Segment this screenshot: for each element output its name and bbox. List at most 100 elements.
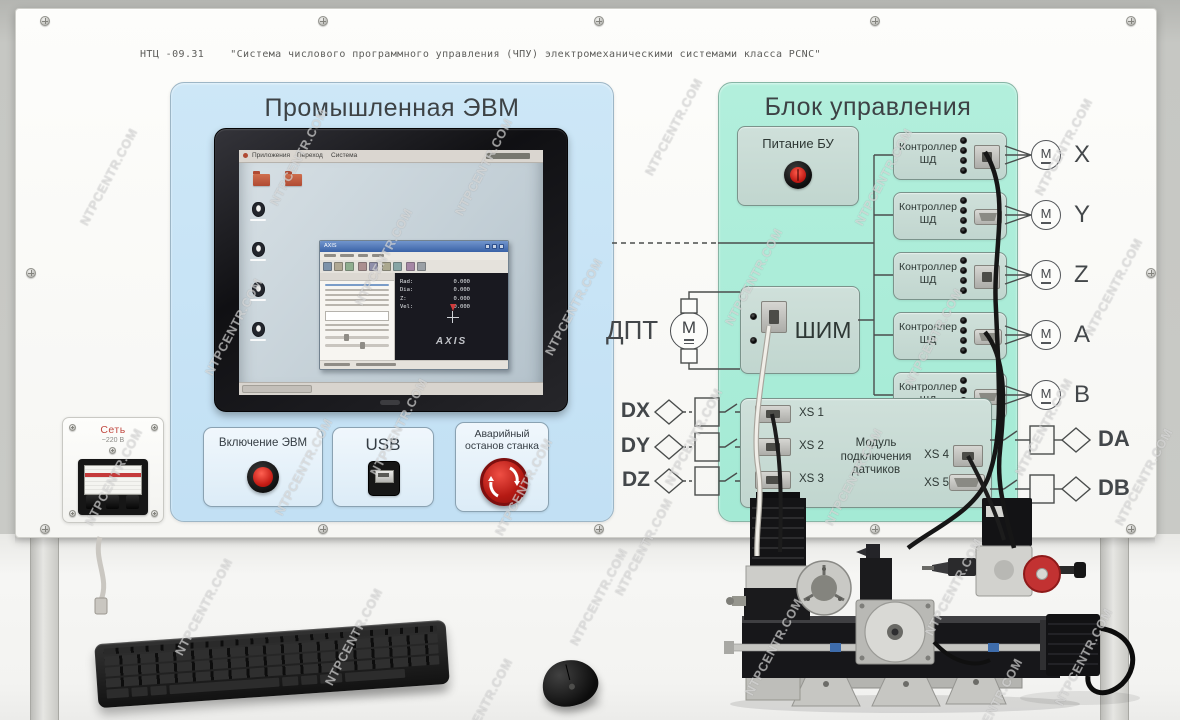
taskbar-window-button[interactable] — [242, 385, 312, 393]
stand-header-text: НТЦ -09.31"Система числового программног… — [140, 49, 1040, 60]
terminal-post-icon[interactable] — [960, 197, 967, 204]
desktop-folder-icon[interactable] — [285, 171, 302, 186]
screw-icon — [318, 16, 328, 26]
desktop-menubar[interactable]: Приложения Переход Система — [239, 150, 543, 163]
toolbar-icon[interactable] — [345, 262, 354, 271]
menu-places[interactable]: Переход — [297, 152, 323, 159]
screw-icon — [1126, 16, 1136, 26]
screw-icon — [1126, 524, 1136, 534]
menu-applications[interactable]: Приложения — [252, 152, 291, 159]
terminal-post-icon[interactable] — [960, 287, 967, 294]
controller-connector[interactable] — [974, 145, 1000, 169]
toolbar-icon[interactable] — [334, 262, 343, 271]
tool-cone — [450, 304, 456, 311]
terminal-post-icon[interactable] — [960, 217, 967, 224]
screw-icon — [594, 16, 604, 26]
toolbar-icon[interactable] — [358, 262, 367, 271]
screw-icon — [318, 524, 328, 534]
sensor-label-da: DA — [1098, 426, 1130, 451]
screw-icon — [1146, 268, 1156, 278]
screw-icon — [870, 16, 880, 26]
desktop-taskbar[interactable] — [239, 382, 543, 395]
xs5-label: XS 5 — [924, 477, 949, 489]
terminal-post-icon[interactable] — [960, 137, 967, 144]
breaker-toggle[interactable] — [106, 495, 119, 509]
desktop-folder-icon[interactable] — [253, 171, 270, 186]
close-button[interactable] — [499, 244, 504, 249]
desktop-icon[interactable] — [252, 202, 265, 217]
terminal-post-icon[interactable] — [960, 327, 967, 334]
computer-panel-title: Промышленная ЭВМ — [264, 94, 520, 122]
crosshair — [447, 317, 459, 318]
screw-icon — [109, 447, 116, 454]
desktop-icon-label — [250, 339, 266, 341]
control-power-box: Питание БУ — [737, 126, 859, 206]
panel-shadow — [15, 534, 1155, 544]
terminal-post-icon[interactable] — [960, 277, 967, 284]
desktop-icon-label — [250, 299, 266, 301]
toolbar-icon[interactable] — [369, 262, 378, 271]
terminal-post-icon[interactable] — [750, 337, 757, 344]
terminal-post-icon[interactable] — [960, 347, 967, 354]
controller-connector[interactable] — [974, 209, 1002, 225]
pc-power-button[interactable] — [247, 461, 279, 493]
frame-leg-left — [30, 536, 59, 720]
terminal-post-icon[interactable] — [960, 387, 967, 394]
terminal-post-icon[interactable] — [960, 157, 967, 164]
desktop-icon[interactable] — [252, 322, 265, 337]
terminal-post-icon[interactable] — [960, 227, 967, 234]
screw-icon — [40, 524, 50, 534]
dro-readout: Rad:0.000 Dia:0.000 Z:0.000 Vel:0.000 — [400, 279, 470, 310]
toolbar-icon[interactable] — [382, 262, 391, 271]
pwm-connector[interactable] — [761, 301, 787, 333]
control-power-switch[interactable] — [784, 161, 812, 189]
terminal-post-icon[interactable] — [960, 337, 967, 344]
breaker-toggle[interactable] — [86, 495, 99, 509]
window-body: Rad:0.000 Dia:0.000 Z:0.000 Vel:0.000 AX… — [320, 273, 508, 361]
axis-label-x: X — [1074, 141, 1091, 168]
usb-box: USB — [332, 427, 434, 507]
minimize-button[interactable] — [485, 244, 490, 249]
maximize-button[interactable] — [492, 244, 497, 249]
menu-system[interactable]: Система — [331, 152, 358, 159]
terminal-post-icon[interactable] — [960, 317, 967, 324]
window-titlebar[interactable]: AXIS — [320, 241, 508, 252]
desktop-icon-label — [250, 259, 266, 261]
terminal-post-icon[interactable] — [960, 377, 967, 384]
toolbar-icon[interactable] — [393, 262, 402, 271]
terminal-post-icon[interactable] — [960, 147, 967, 154]
toolbar-icon[interactable] — [417, 262, 426, 271]
breaker-toggle[interactable] — [126, 495, 139, 509]
motor-symbol-x: M — [1031, 140, 1061, 170]
sensor-label-db: DB — [1098, 475, 1130, 500]
toolbar-icon[interactable] — [406, 262, 415, 271]
estop-label: Аварийный останов станка — [465, 428, 539, 453]
terminal-post-icon[interactable] — [960, 167, 967, 174]
emergency-stop-button[interactable] — [480, 458, 528, 506]
toolbar-icon[interactable] — [323, 262, 332, 271]
sensor-module-label: Модуль подключения датчиков — [840, 437, 912, 477]
breaker-face — [84, 465, 142, 495]
desktop-icon[interactable] — [252, 242, 265, 257]
controller-label2: ШД — [919, 153, 937, 166]
circuit-breaker[interactable] — [78, 459, 148, 515]
axis-preview-pane[interactable]: Rad:0.000 Dia:0.000 Z:0.000 Vel:0.000 AX… — [395, 273, 508, 361]
xs3-label: XS 3 — [799, 473, 824, 485]
terminal-post-icon[interactable] — [960, 207, 967, 214]
distro-logo-icon — [243, 153, 248, 158]
axis-logo: AXIS — [435, 336, 468, 347]
motor-symbol-a: M — [1031, 320, 1061, 350]
usb-port[interactable] — [368, 461, 400, 496]
controller-label: Контроллер — [899, 321, 957, 333]
terminal-post-icon[interactable] — [960, 257, 967, 264]
controller-label: Контроллер — [899, 201, 957, 213]
terminal-post-icon[interactable] — [960, 267, 967, 274]
motor-symbol-b: M — [1031, 380, 1061, 410]
terminal-post-icon[interactable] — [750, 313, 757, 320]
gcode-pane[interactable] — [320, 273, 395, 361]
desktop-icon[interactable] — [252, 282, 265, 297]
cnc-app-window[interactable]: AXIS — [319, 240, 509, 370]
controller-label2: ШД — [919, 273, 937, 286]
controller-label2: ШД — [919, 333, 937, 346]
